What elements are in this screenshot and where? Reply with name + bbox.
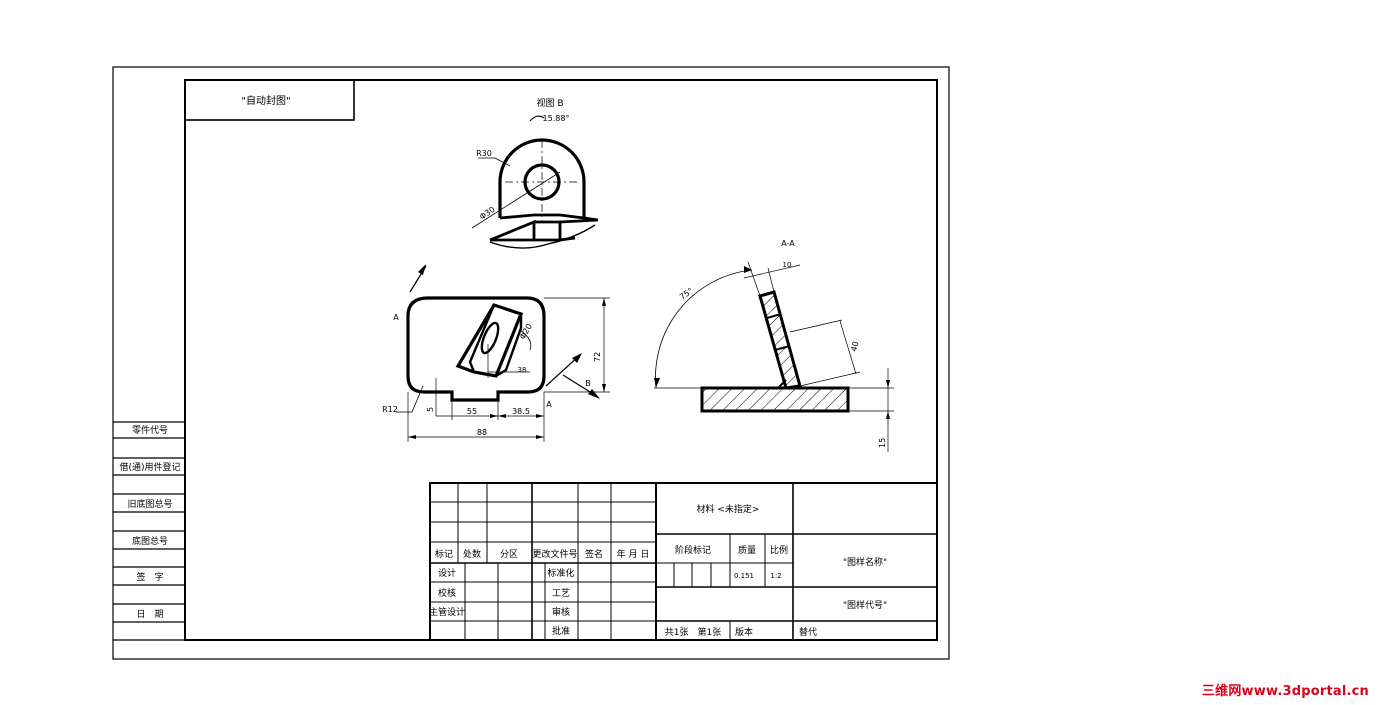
front-label-a-bottom: A (546, 400, 552, 409)
tb-header-2: 分区 (500, 549, 518, 560)
tb-standard: 标准化 (547, 567, 574, 579)
left-base-drawing: 底图总号 (132, 535, 168, 547)
tb-check: 校核 (438, 587, 456, 599)
front-dim-5: 5 (426, 407, 435, 412)
tb-drawing-name: "图样名称" (843, 556, 887, 568)
tb-header-0: 标记 (435, 548, 453, 560)
section-dim-15: 15 (878, 438, 887, 448)
front-dim-width: 88 (477, 428, 487, 437)
front-dim-55: 55 (467, 407, 477, 416)
left-date: 日 期 (136, 609, 163, 620)
tb-header-1: 处数 (463, 548, 481, 560)
tb-process: 工艺 (552, 588, 570, 599)
tb-design: 设计 (438, 567, 456, 579)
front-view: Φ20 38 A A B 72 R12 5 5 (382, 264, 610, 442)
tb-version: 版本 (735, 626, 753, 638)
left-ref-reg: 借(通)用件登记 (119, 461, 180, 473)
section-dim-10: 10 (783, 261, 792, 269)
front-label-b: B (585, 379, 591, 388)
tb-approve: 批准 (552, 625, 570, 637)
left-side-block (113, 421, 185, 641)
view-b-rotation: 15.88° (543, 114, 570, 123)
left-signature: 签 字 (136, 571, 163, 583)
front-dim-38: 38 (518, 366, 527, 374)
view-b-r-label: R30 (476, 149, 492, 158)
view-b-phi-label: Φ30 (478, 205, 497, 222)
title-box: "自动封图" (184, 79, 355, 121)
section-angle: 75° (678, 286, 695, 302)
section-aa: A-A 75° 10 40 15 (654, 239, 894, 452)
front-dim-height: 72 (593, 352, 602, 362)
tb-header-4: 签名 (585, 548, 603, 560)
tb-drawing-code: "图样代号" (843, 599, 887, 611)
tb-chief: 主管设计 (429, 606, 465, 618)
title-box-label: "自动封图" (241, 94, 290, 107)
tb-review: 审核 (552, 606, 570, 618)
view-b-title: 视图 B (536, 97, 563, 109)
watermark: 三维网www.3dportal.cn (1201, 684, 1369, 699)
view-b: 视图 B 15.88° R30 Φ30 (471, 97, 599, 249)
tb-weight-val: 0.151 (734, 572, 754, 580)
tb-scale-val: 1:2 (770, 572, 781, 580)
section-dim-40: 40 (849, 340, 860, 352)
left-old-drawing: 旧底图总号 (127, 498, 172, 510)
tb-sheets: 共1张 第1张 (665, 626, 721, 638)
outer-frame (112, 66, 950, 660)
left-part-code: 零件代号 (132, 424, 168, 436)
tb-replace: 替代 (799, 626, 817, 638)
title-block-grid (429, 482, 938, 641)
tb-header-3: 更改文件号 (532, 548, 577, 560)
front-dim-38-5: 38.5 (512, 407, 530, 416)
front-label-a-top: A (393, 313, 399, 322)
tb-header-5: 年 月 日 (617, 548, 650, 560)
tb-material: 材料 <未指定> (697, 503, 760, 515)
tb-scale: 比例 (770, 544, 788, 556)
tb-stage-mark: 阶段标记 (675, 544, 711, 556)
tb-weight: 质量 (738, 544, 756, 556)
section-aa-title: A-A (781, 239, 795, 248)
front-dim-r12: R12 (382, 405, 398, 414)
